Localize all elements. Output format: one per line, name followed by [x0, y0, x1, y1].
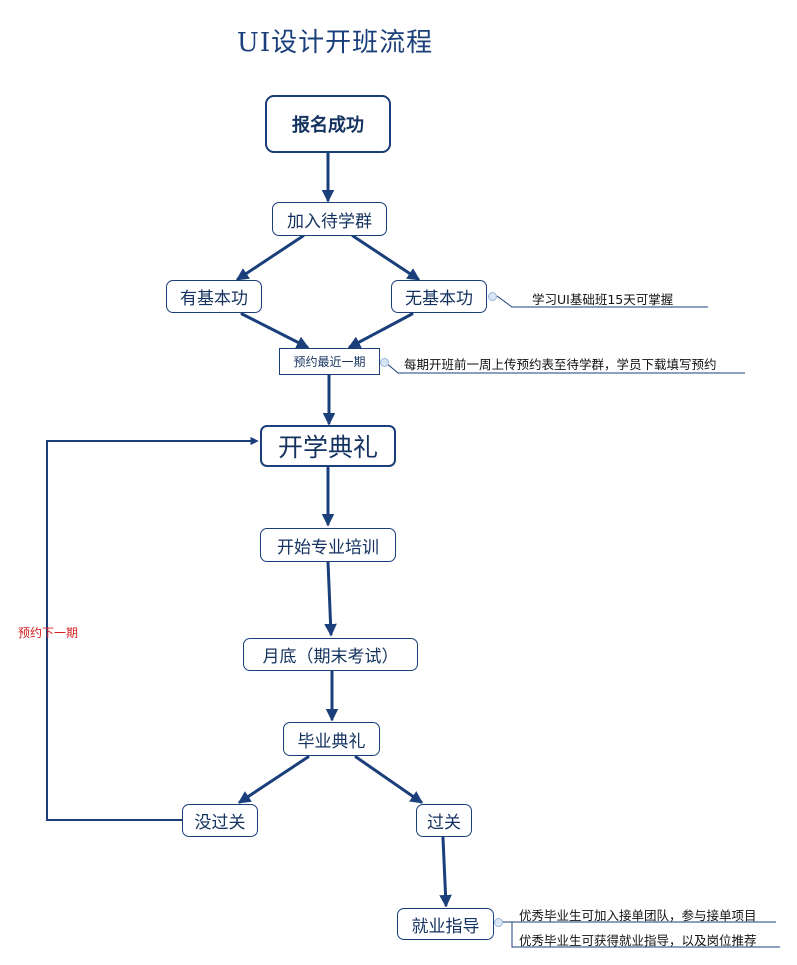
node-month-end-exam: 月底（期末考试）	[243, 638, 418, 671]
node-job-guidance: 就业指导	[397, 908, 494, 940]
node-join-group: 加入待学群	[272, 202, 387, 236]
node-no-basic: 无基本功	[391, 280, 487, 313]
arrow-graduation-to-pass	[354, 755, 424, 804]
note-dot-job	[494, 918, 503, 927]
note-line-no-basic	[496, 295, 708, 308]
node-pass: 过关	[416, 804, 472, 837]
arrow-pass-to-jobguide	[439, 836, 452, 908]
arrow-join-to-has-basic	[235, 234, 305, 281]
note-no-basic: 学习UI基础班15天可掌握	[532, 292, 674, 307]
note-job-guide-1: 优秀毕业生可加入接单团队，参与接单项目	[519, 908, 757, 923]
note-line-book	[384, 361, 745, 374]
arrow-has-basic-to-book	[240, 312, 310, 349]
arrow-no-basic-to-book	[347, 312, 414, 349]
node-has-basic: 有基本功	[166, 280, 262, 313]
node-opening-ceremony: 开学典礼	[260, 425, 396, 467]
note-line-job-2	[511, 922, 780, 948]
loop-back-connector	[46, 436, 259, 821]
arrow-graduation-to-fail	[237, 755, 310, 804]
page-title: UI设计开班流程	[236, 28, 434, 58]
arrow-training-to-monthend	[324, 560, 337, 637]
node-signup: 报名成功	[265, 95, 391, 153]
arrow-join-to-no-basic	[351, 234, 421, 281]
node-graduation: 毕业典礼	[283, 722, 380, 756]
note-book-next: 每期开班前一周上传预约表至待学群，学员下载填写预约	[404, 357, 717, 372]
node-start-training: 开始专业培训	[260, 528, 396, 562]
node-fail: 没过关	[182, 804, 258, 837]
note-job-guide-2: 优秀毕业生可获得就业指导，以及岗位推荐	[519, 933, 757, 948]
note-dot-book	[380, 358, 389, 367]
note-dot-no-basic	[488, 292, 497, 301]
node-book-next: 预约最近一期	[279, 348, 380, 375]
loop-label: 预约下一期	[18, 626, 79, 640]
